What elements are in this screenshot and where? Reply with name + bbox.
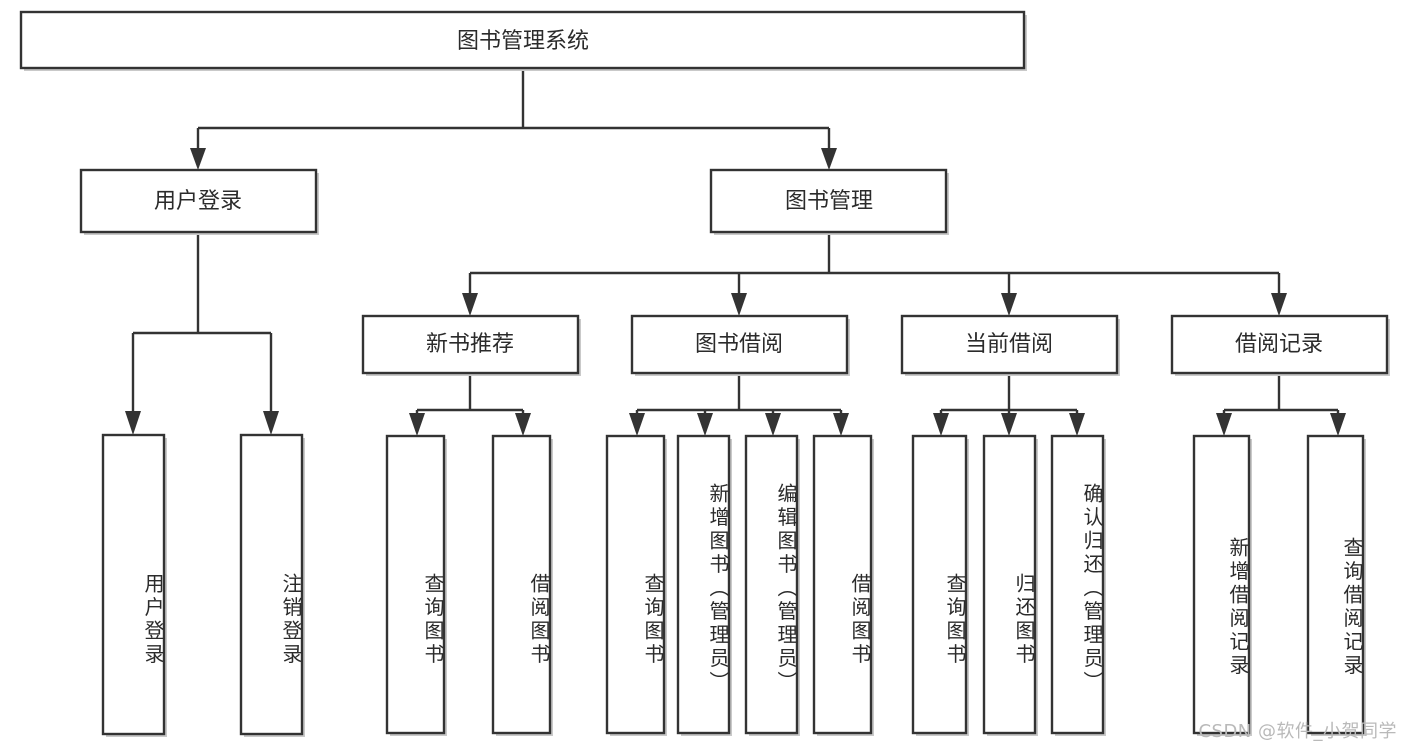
node-book-management-box	[709, 168, 948, 234]
leaf-group-user-login	[101, 433, 305, 737]
arrow-bookborrow-l1-icon	[629, 413, 645, 436]
leaf-group-borrow-record	[1192, 434, 1366, 736]
leaf-group-book-borrow	[605, 434, 874, 736]
arrow-currentborrow-l1-icon	[933, 413, 949, 436]
connector-group-bookmgmt	[462, 233, 1287, 316]
node-borrow-record[interactable]: 借阅记录	[1170, 314, 1390, 376]
node-book-management[interactable]: 图书管理	[709, 168, 949, 235]
node-root-label: 图书管理系统	[457, 29, 589, 54]
node-new-book-recommend-box	[361, 314, 580, 375]
arrow-bookmgmt-c3-icon	[1001, 293, 1017, 316]
connector-group-root	[190, 69, 837, 170]
node-borrow-record-box	[1170, 314, 1389, 375]
leaf-logout-box[interactable]	[239, 433, 304, 736]
node-current-borrow-box	[900, 314, 1119, 375]
node-root[interactable]: 图书管理系统	[19, 10, 1027, 71]
leaf-newbook-query-box[interactable]	[385, 434, 446, 735]
leaf-bb-edit-box[interactable]	[744, 434, 799, 735]
watermark-text: CSDN @软件_小贺同学	[1198, 721, 1397, 742]
arrow-bookborrow-l4-icon	[833, 413, 849, 436]
node-borrow-record-label: 借阅记录	[1235, 332, 1323, 357]
node-current-borrow-label: 当前借阅	[965, 332, 1053, 357]
arrow-newbook-l1-icon	[409, 413, 425, 436]
leaf-cb-query-box[interactable]	[911, 434, 968, 735]
connector-group-currentborrow	[933, 375, 1085, 436]
leaf-group-new-book	[385, 434, 553, 736]
node-book-management-label: 图书管理	[785, 189, 873, 214]
connector-group-borrowrecord	[1216, 375, 1346, 436]
arrow-root-to-bookmgmt-icon	[821, 148, 837, 170]
connector-group-newbook	[409, 375, 531, 436]
node-new-book-recommend-label: 新书推荐	[426, 332, 514, 357]
leaf-bb-borrow-box[interactable]	[812, 434, 873, 735]
arrow-bookmgmt-c2-icon	[731, 293, 747, 316]
arrow-newbook-l2-icon	[515, 413, 531, 436]
node-root-box	[19, 10, 1026, 70]
leaf-cb-return-box[interactable]	[982, 434, 1037, 735]
leaf-cb-confirm-box[interactable]	[1050, 434, 1105, 735]
leaf-newbook-borrow-box[interactable]	[491, 434, 552, 735]
arrow-currentborrow-l3-icon	[1069, 413, 1085, 436]
arrow-bookborrow-l3-icon	[765, 413, 781, 436]
node-user-login-label: 用户登录	[154, 189, 242, 214]
node-book-borrow[interactable]: 图书借阅	[630, 314, 850, 376]
arrow-login-leaf2-icon	[263, 411, 279, 435]
node-user-login-box	[79, 168, 318, 234]
node-new-book-recommend[interactable]: 新书推荐	[361, 314, 581, 376]
node-current-borrow[interactable]: 当前借阅	[900, 314, 1120, 376]
leaf-group-current-borrow	[911, 434, 1106, 736]
leaf-bb-query-box[interactable]	[605, 434, 666, 735]
arrow-bookborrow-l2-icon	[697, 413, 713, 436]
node-book-borrow-box	[630, 314, 849, 375]
leaf-br-query-box[interactable]	[1306, 434, 1365, 735]
connector-group-login	[125, 233, 279, 435]
arrow-bookmgmt-c4-icon	[1271, 293, 1287, 316]
node-user-login[interactable]: 用户登录	[79, 168, 319, 235]
arrow-bookmgmt-c1-icon	[462, 293, 478, 316]
arrow-currentborrow-l2-icon	[1001, 413, 1017, 436]
arrow-login-leaf1-icon	[125, 411, 141, 435]
node-book-borrow-label: 图书借阅	[695, 332, 783, 357]
connector-group-bookborrow	[629, 375, 849, 436]
leaf-br-add-box[interactable]	[1192, 434, 1251, 735]
arrow-borrowrecord-l1-icon	[1216, 413, 1232, 436]
leaf-user-login-box[interactable]	[101, 433, 166, 736]
leaf-bb-add-box[interactable]	[676, 434, 731, 735]
arrow-root-to-login-icon	[190, 148, 206, 170]
arrow-borrowrecord-l2-icon	[1330, 413, 1346, 436]
